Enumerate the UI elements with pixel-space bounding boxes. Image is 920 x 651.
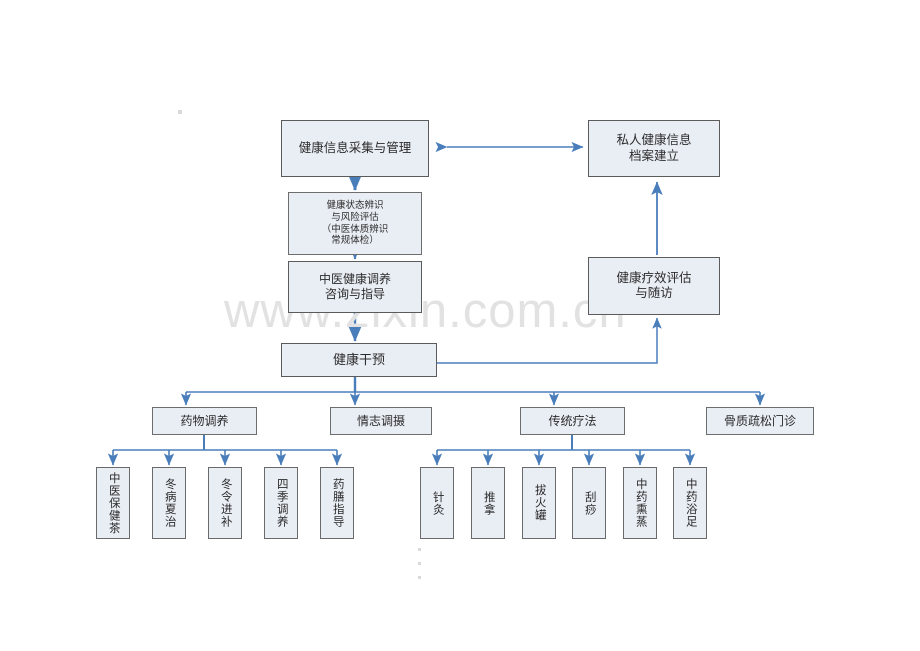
node-health-effect-followup-label: 健康疗效评估 与随访 [616,270,692,300]
node-status-risk-assessment[interactable]: 健康状态辨识 与风险评估 （中医体质辨识 常规体检） [288,192,422,255]
node-leaf-medicinal-diet-guidance[interactable]: 药膳指导 [320,467,354,539]
node-leaf-herbal-fumigation[interactable]: 中药熏蒸 [623,467,657,539]
node-branch-traditional-therapy-label: 传统疗法 [548,413,597,428]
node-branch-drug-regulation-label: 药物调养 [180,413,229,428]
node-leaf-herbal-fumigation-label: 中药熏蒸 [634,478,647,528]
node-leaf-gua-sha-label: 刮痧 [583,490,596,516]
node-branch-traditional-therapy[interactable]: 传统疗法 [520,407,625,435]
node-tcm-health-consult[interactable]: 中医健康调养 咨询与指导 [288,261,422,313]
node-leaf-four-season-regimen[interactable]: 四季调养 [264,467,298,539]
artifact-speck-bottom-3 [418,576,421,579]
node-health-info-collection-label: 健康信息采集与管理 [298,140,412,155]
node-branch-osteoporosis-clinic[interactable]: 骨质疏松门诊 [706,407,814,435]
node-tcm-health-consult-label: 中医健康调养 咨询与指导 [318,272,391,301]
artifact-speck-bottom-2 [418,562,421,565]
artifact-speck-top [178,110,182,114]
node-leaf-acupuncture[interactable]: 针灸 [420,467,454,539]
node-leaf-four-season-regimen-label: 四季调养 [275,478,288,528]
node-leaf-tcm-health-tea-label: 中医保健茶 [107,471,120,535]
node-health-intervention[interactable]: 健康干预 [281,343,437,377]
node-leaf-acupuncture-label: 针灸 [431,490,444,516]
node-leaf-herbal-foot-bath-label: 中药浴足 [684,478,697,528]
node-leaf-cupping-label: 拔火罐 [533,484,546,522]
node-leaf-medicinal-diet-guidance-label: 药膳指导 [331,478,344,528]
node-leaf-gua-sha[interactable]: 刮痧 [572,467,606,539]
node-leaf-winter-tonic-label: 冬令进补 [219,478,232,528]
node-leaf-tuina-label: 推拿 [482,490,495,516]
node-health-effect-followup[interactable]: 健康疗效评估 与随访 [588,257,720,315]
site-watermark: www.zixin.com.cn [224,284,627,338]
node-branch-drug-regulation[interactable]: 药物调养 [152,407,257,435]
node-branch-osteoporosis-clinic-label: 骨质疏松门诊 [723,413,796,428]
node-leaf-winter-disease-summer-treat[interactable]: 冬病夏治 [152,467,186,539]
node-health-intervention-label: 健康干预 [332,352,385,368]
node-leaf-herbal-foot-bath[interactable]: 中药浴足 [673,467,707,539]
node-leaf-tcm-health-tea[interactable]: 中医保健茶 [96,467,130,539]
node-private-health-archive[interactable]: 私人健康信息 档案建立 [588,120,720,177]
node-health-info-collection[interactable]: 健康信息采集与管理 [281,120,429,177]
node-leaf-cupping[interactable]: 拔火罐 [522,467,556,539]
node-leaf-tuina[interactable]: 推拿 [471,467,505,539]
node-status-risk-assessment-label: 健康状态辨识 与风险评估 （中医体质辨识 常规体检） [321,200,389,247]
node-private-health-archive-label: 私人健康信息 档案建立 [616,133,692,163]
node-branch-emotion-regulation[interactable]: 情志调摄 [330,407,432,435]
node-leaf-winter-disease-summer-treat-label: 冬病夏治 [163,478,176,528]
node-branch-emotion-regulation-label: 情志调摄 [356,413,405,428]
artifact-speck-bottom-1 [418,548,421,551]
node-leaf-winter-tonic[interactable]: 冬令进补 [208,467,242,539]
